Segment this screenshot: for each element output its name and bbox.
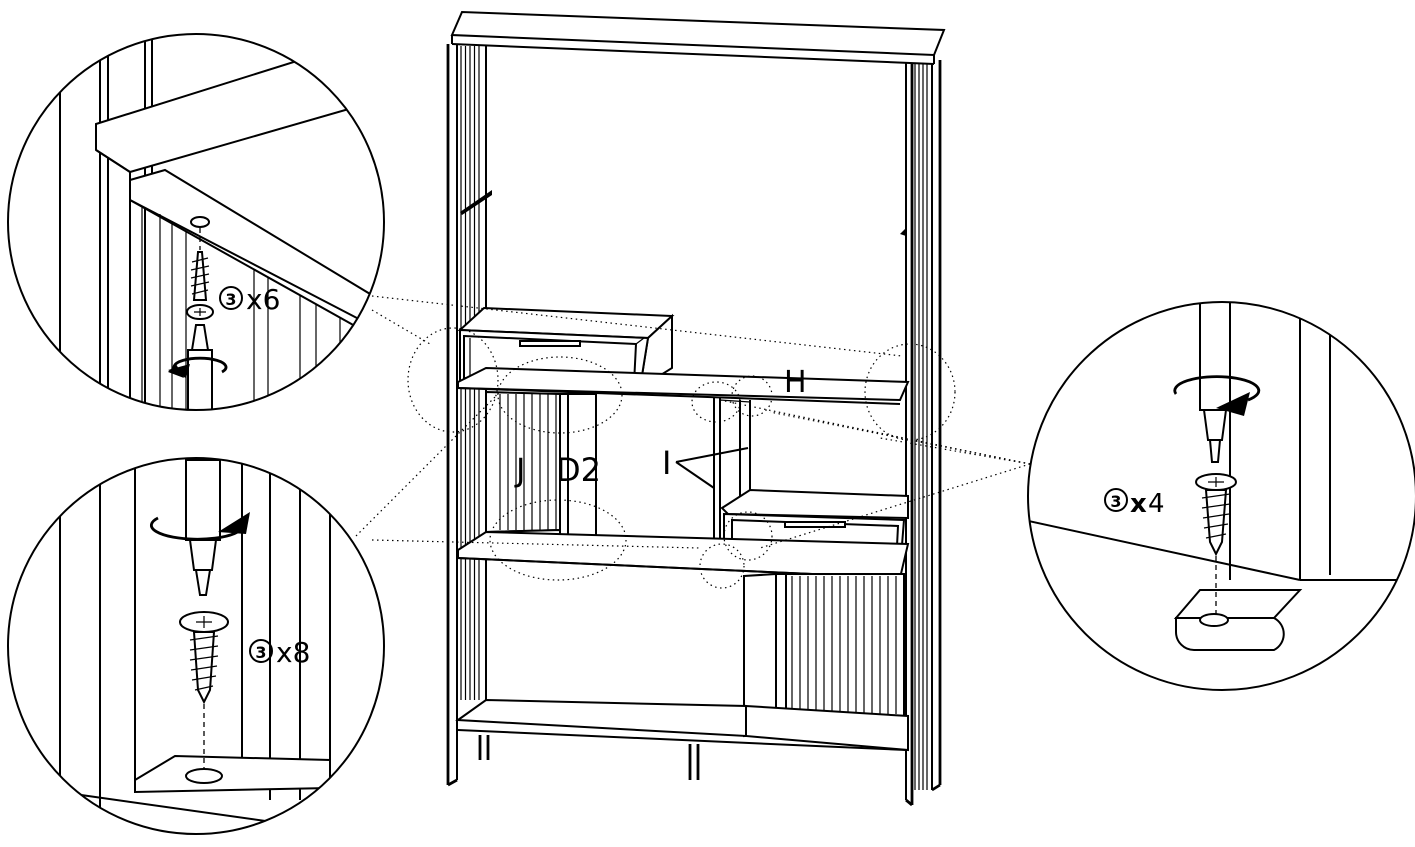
part-label-H: H: [784, 365, 807, 400]
screw-quantity: 4: [1148, 489, 1165, 519]
part-label-I: I: [662, 444, 671, 482]
screw-icon: [1195, 473, 1237, 557]
screw-number-badge: [1104, 488, 1128, 512]
screw-number: 3: [1110, 492, 1121, 511]
focus-circle: [731, 375, 773, 417]
screw-number-badge: [219, 286, 243, 310]
right-side-slats: [914, 64, 928, 790]
legs: [447, 735, 941, 807]
bookshelf-unit: H I J D2: [407, 10, 956, 807]
focus-circle: [691, 381, 741, 423]
callout-right: 3 x 4: [1027, 301, 1415, 691]
rotation-arrow-icon: [150, 512, 250, 541]
focus-circle: [407, 327, 499, 433]
focus-circle: [489, 499, 627, 581]
focus-circle: [723, 511, 773, 561]
shelf-H: [457, 366, 910, 402]
screw-icon: [179, 611, 229, 705]
rotation-arrow-icon: [168, 356, 228, 378]
screw-icon: [186, 251, 214, 320]
callout-bottom-left: 3 x8: [7, 457, 385, 835]
screw-quantity: x6: [246, 283, 280, 316]
focus-circle: [864, 343, 956, 441]
focus-circle: [699, 543, 745, 589]
lower-right-slatted-door: [743, 572, 905, 738]
screw-number: 3: [225, 290, 236, 309]
screw-quantity: x8: [276, 636, 310, 669]
screwdriver-icon: [1199, 302, 1231, 463]
screw-quantity-prefix: x: [1130, 489, 1147, 519]
screw-number-badge: [249, 639, 273, 663]
part-label-D2: D2: [556, 451, 601, 489]
rotation-arrow-icon: [1173, 375, 1261, 416]
focus-circle: [497, 356, 623, 434]
divider-I: [713, 398, 751, 570]
screw-number: 3: [255, 643, 266, 662]
callout-top-left: 3 x6: [7, 33, 385, 411]
screwdriver-icon: [185, 459, 221, 596]
leader-lines: [355, 295, 1031, 549]
lower-shelf: [457, 530, 910, 580]
top-board: [450, 10, 946, 57]
part-label-J: J: [514, 451, 525, 489]
